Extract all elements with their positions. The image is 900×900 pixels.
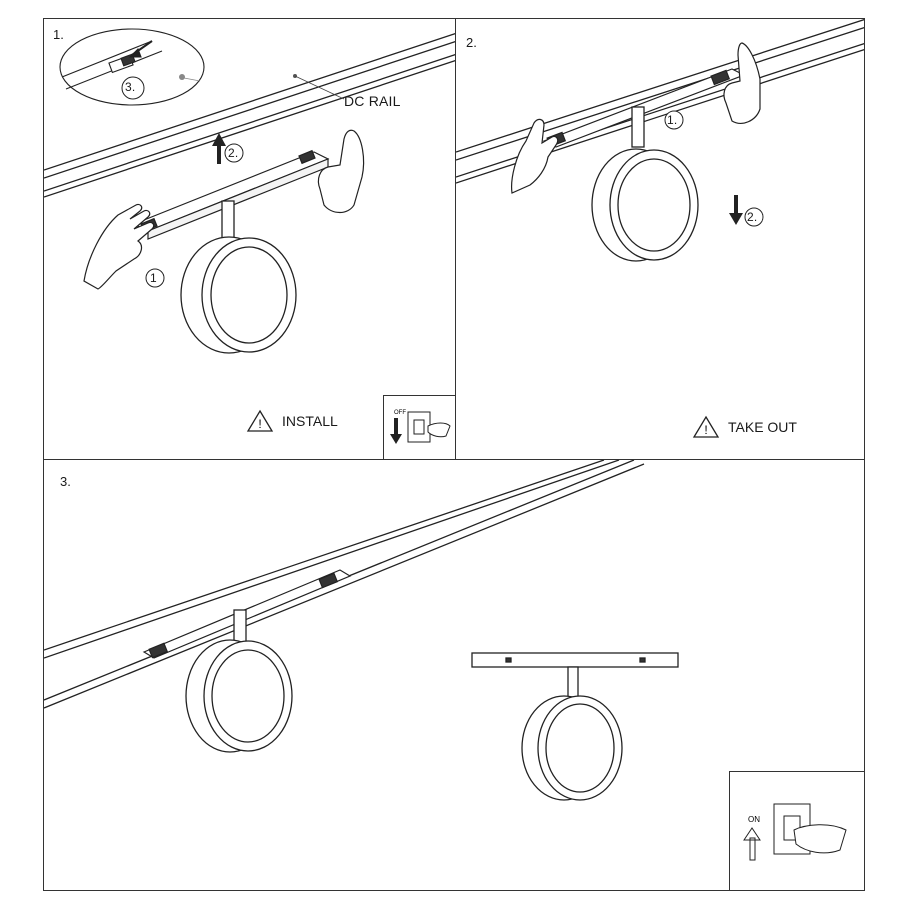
switch-off-inset: OFF [383, 395, 455, 459]
hand-left [511, 118, 559, 194]
hand-left [83, 203, 155, 290]
spotlight-side-view [471, 652, 679, 801]
arrow-down-icon [729, 195, 743, 225]
callout-3: 3. [125, 80, 136, 94]
dc-rail [44, 460, 645, 709]
svg-text:!: ! [704, 423, 707, 437]
spotlight [180, 200, 297, 354]
track-adapter [142, 569, 352, 659]
step-number: 2. [466, 35, 477, 50]
install-illustration [44, 28, 455, 354]
hand-right [723, 42, 761, 124]
step-1-panel: 1. [43, 18, 456, 460]
install-caption: INSTALL [282, 413, 338, 429]
arrow-up-icon [212, 133, 226, 164]
step-2-panel: 2. 1. 2. [455, 18, 865, 460]
callout-2: 2. [747, 210, 758, 224]
dc-rail-label: DC RAIL [344, 93, 401, 109]
spotlight [591, 106, 699, 262]
warning-triangle-icon: ! [246, 409, 274, 432]
step-number: 1. [53, 27, 64, 42]
warning-triangle-icon: ! [692, 415, 720, 438]
step-number: 3. [60, 474, 71, 489]
spotlight-on-rail [185, 609, 293, 753]
take-out-warning: ! TAKE OUT [692, 415, 797, 439]
take-out-illustration [456, 19, 864, 262]
switch-on-icon: ON [743, 803, 847, 861]
callout-1: 1. [667, 113, 678, 127]
svg-text:!: ! [258, 417, 261, 431]
callout-2: 2. [228, 146, 239, 160]
detail-zoom [59, 28, 205, 106]
take-out-caption: TAKE OUT [728, 419, 797, 435]
svg-text:ON: ON [748, 815, 760, 824]
installed-illustration [44, 460, 679, 801]
switch-on-inset: ON [729, 771, 864, 890]
hand-right [317, 129, 365, 214]
install-warning: ! INSTALL [246, 409, 338, 433]
callout-1: 1 [150, 271, 157, 285]
svg-text:OFF: OFF [394, 410, 406, 416]
step-3-panel: 3. [43, 459, 865, 891]
switch-off-icon: OFF [390, 410, 451, 444]
dc-rail [44, 32, 455, 198]
